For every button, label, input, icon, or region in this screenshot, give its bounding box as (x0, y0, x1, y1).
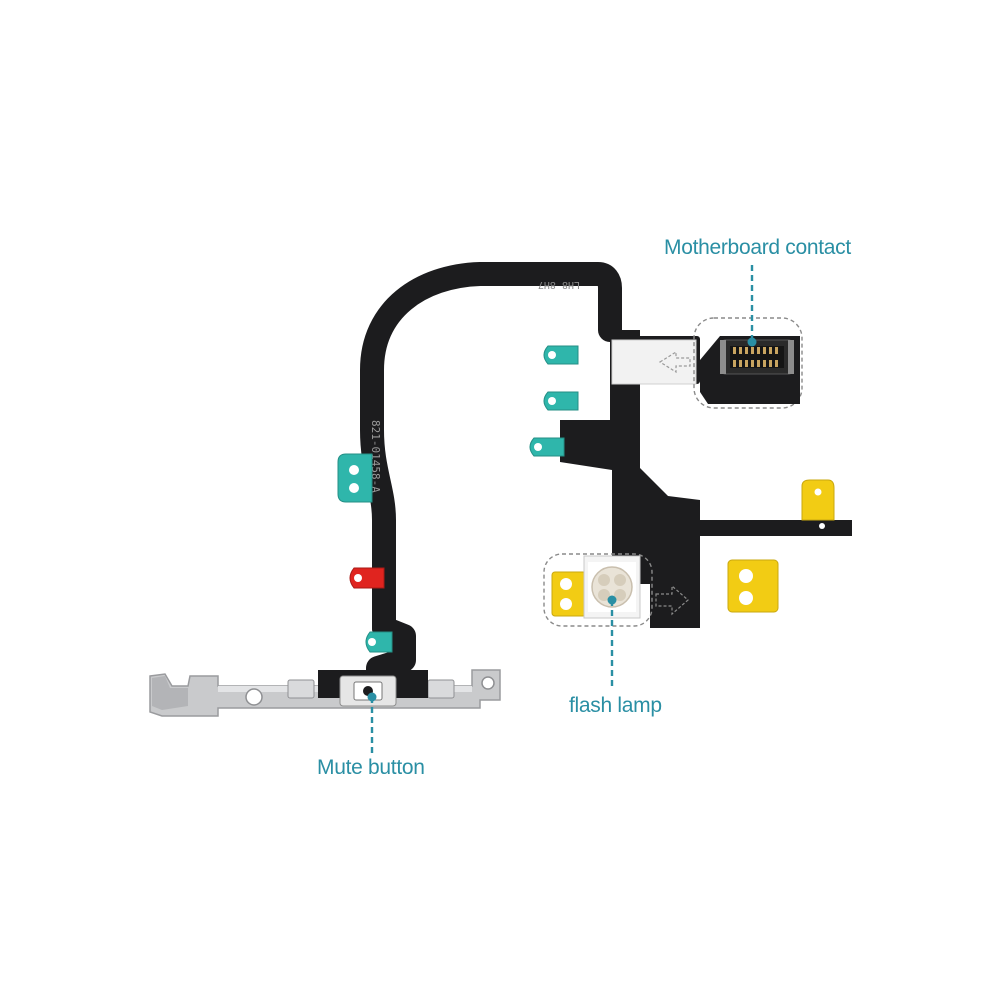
adhesive-pad (611, 339, 697, 385)
mute-button-pointer-dot (367, 692, 377, 702)
leader-lines (370, 265, 754, 754)
yellow-tabs (551, 479, 835, 617)
dashed-arrow-icon (658, 350, 691, 374)
flash-lamp-label: flash lamp (569, 694, 662, 717)
teal-mounting-tabs (337, 345, 579, 653)
red-tab (349, 567, 385, 589)
dashed-arrow-icon (655, 584, 689, 616)
flash-lamp-callout-box (543, 553, 653, 627)
flex-hole (819, 523, 825, 529)
flash-lamp-component (583, 555, 689, 619)
flex-code-marking: LH8 8H7 (538, 279, 580, 290)
motherboard-contact-label: Motherboard contact (664, 236, 851, 259)
mute-button-switch (339, 675, 397, 707)
motherboard-contact-callout-box (693, 317, 803, 409)
mute-button-label: Mute button (317, 756, 425, 779)
motherboard-contact-pointer-dot (747, 337, 757, 347)
motherboard-connector (700, 336, 800, 404)
flash-lamp-pointer-dot (607, 595, 617, 605)
